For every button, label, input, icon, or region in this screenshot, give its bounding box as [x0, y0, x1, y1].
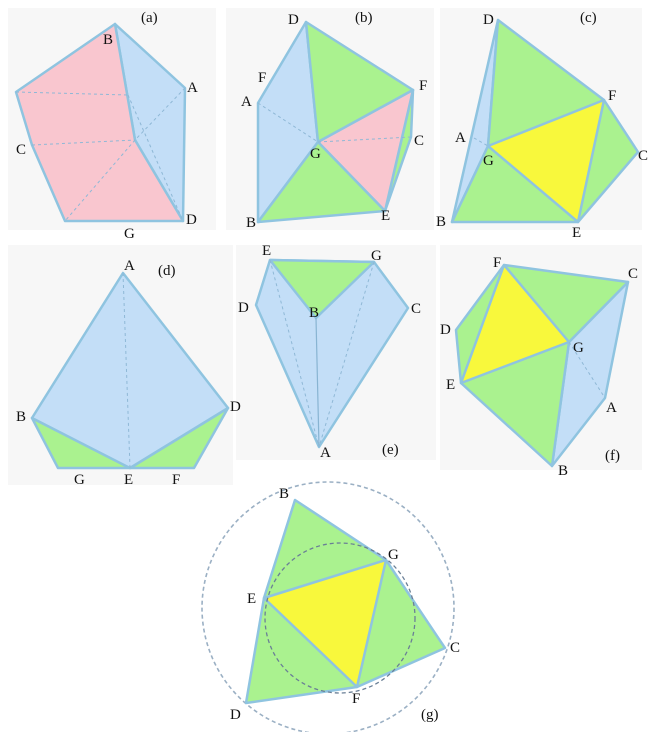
vertex-label: G [573, 340, 584, 356]
vertex-label: D [230, 707, 241, 723]
caption-a: (a) [141, 10, 158, 26]
panel-g: B G E C F D (g) [201, 481, 460, 732]
caption-d: (d) [158, 263, 176, 279]
caption-c: (c) [580, 10, 597, 26]
caption-b: (b) [355, 10, 373, 26]
vertex-label: E [572, 225, 581, 241]
vertex-label: E [381, 208, 390, 224]
face-c-yellow [486, 98, 606, 224]
vertex-label: E [262, 243, 271, 259]
vertex-label: F [258, 70, 266, 86]
circumscribed-circle [201, 481, 455, 732]
panel-d: (d) A B D G E F [16, 258, 241, 488]
vertex-label: D [440, 322, 451, 338]
vertex-label: B [279, 486, 289, 502]
vertex-label: A [606, 400, 617, 416]
vertex-label: F [352, 691, 360, 707]
panel-e: (e) E G D B C A [238, 243, 421, 461]
vertex-label: B [558, 463, 568, 479]
vertex-label: E [446, 377, 455, 393]
vertex-label: A [124, 258, 135, 274]
face-b-bottom-green [256, 140, 387, 224]
vertex-label: G [310, 146, 321, 162]
panel-f: (f) F C D G E A B [440, 255, 638, 479]
vertex-label: A [320, 445, 331, 461]
vertex-label: B [246, 215, 256, 231]
inscribed-circle [264, 542, 416, 694]
caption-f: (f) [605, 448, 620, 464]
vertex-label: G [388, 547, 399, 563]
vertex-label: B [103, 32, 113, 48]
vertex-label: D [186, 212, 197, 228]
vertex-label: A [455, 130, 466, 146]
face-d-blue [30, 271, 230, 470]
vertex-label: G [124, 226, 135, 242]
vertex-label: D [230, 399, 241, 415]
vertex-label: C [411, 301, 421, 317]
vertex-label: G [371, 248, 382, 264]
face-f-yellow [459, 263, 571, 385]
vertex-label: C [638, 148, 648, 164]
vertex-label: F [493, 255, 501, 271]
vertex-label: E [124, 472, 133, 488]
panel-b: (b) D F A F C G B E [241, 10, 427, 231]
vertex-label: G [74, 472, 85, 488]
vertex-label: D [238, 300, 249, 316]
caption-g: (g) [421, 707, 439, 723]
vertex-label: D [483, 12, 494, 28]
vertex-label: B [16, 409, 26, 425]
vertex-label: B [436, 214, 446, 230]
vertex-label: G [483, 153, 494, 169]
vertex-label: E [247, 591, 256, 607]
vertex-label: F [419, 78, 427, 94]
face-g-yellow [262, 558, 388, 689]
vertex-label: A [187, 80, 198, 96]
vertex-label: D [288, 12, 299, 28]
vertex-label: B [309, 305, 319, 321]
vertex-label: C [16, 142, 26, 158]
vertex-label: C [414, 133, 424, 149]
caption-e: (e) [382, 442, 399, 458]
panel-c: (c) D F A C G B E [436, 10, 648, 241]
vertex-label: C [450, 640, 460, 656]
panel-a: (a) B A C D G [14, 10, 198, 242]
vertex-label: F [172, 472, 180, 488]
face-e-green [268, 258, 376, 320]
vertex-label: F [608, 88, 616, 104]
vertex-label: C [628, 266, 638, 282]
vertex-label: A [241, 94, 252, 110]
